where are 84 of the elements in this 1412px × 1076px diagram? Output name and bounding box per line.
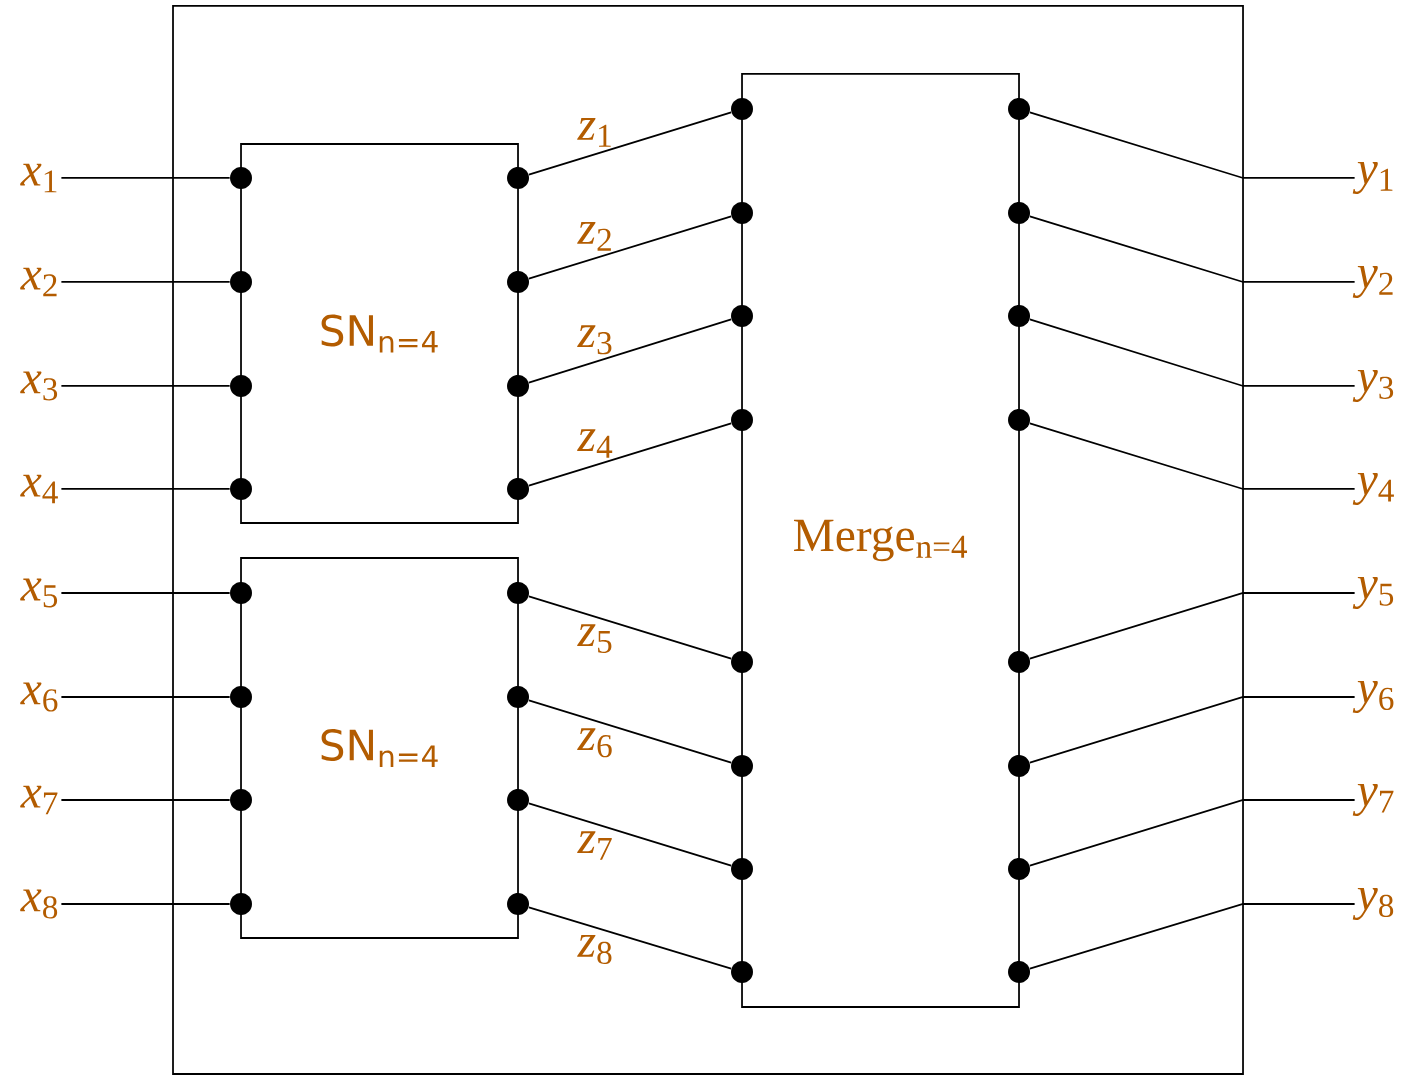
connector-line <box>60 385 231 387</box>
connector-line <box>1028 696 1356 764</box>
signal-label: x$_{5}$ <box>20 578 58 608</box>
block-box: Merge$_{n=4}$ <box>741 73 1020 1008</box>
connector-line <box>60 281 231 283</box>
connector-line <box>60 177 231 179</box>
edge-label: z$_{2}$ <box>577 222 611 251</box>
edge-label: z$_{8}$ <box>577 934 612 965</box>
port-dot <box>507 686 529 708</box>
connector-line <box>60 592 231 594</box>
port-dot <box>731 202 753 224</box>
port-dot <box>507 271 529 293</box>
port-dot <box>507 582 529 604</box>
port-dot <box>731 961 753 983</box>
port-dot <box>731 409 753 431</box>
port-dot <box>731 98 753 120</box>
signal-label: y$_{5}$ <box>1352 577 1394 609</box>
port-dot <box>731 755 753 777</box>
port-dot <box>1008 961 1030 983</box>
port-dot <box>731 858 753 880</box>
connector-line <box>60 696 231 698</box>
port-dot <box>507 478 529 500</box>
block-box: SN$_{n=4}$ <box>240 557 519 939</box>
port-dot <box>731 305 753 327</box>
signal-label: y$_{7}$ <box>1352 784 1394 816</box>
frame-box <box>172 5 1244 1075</box>
port-dot <box>731 651 753 673</box>
port-dot <box>1008 755 1030 777</box>
connector-line <box>528 111 733 176</box>
port-dot <box>1008 305 1030 327</box>
signal-label: x$_{8}$ <box>20 889 58 919</box>
port-dot <box>230 893 252 915</box>
connector-line <box>1028 799 1356 867</box>
port-dot <box>230 686 252 708</box>
port-dot <box>507 893 529 915</box>
signal-label: y$_{3}$ <box>1352 370 1394 402</box>
signal-label: y$_{1}$ <box>1352 162 1393 194</box>
signal-label: x$_{1}$ <box>20 163 57 193</box>
connector-line <box>528 699 733 764</box>
signal-label: y$_{4}$ <box>1352 473 1394 505</box>
signal-label: y$_{6}$ <box>1352 681 1394 713</box>
connector-line <box>60 903 231 905</box>
edge-label: z$_{1}$ <box>577 118 611 147</box>
connector-line <box>60 799 231 801</box>
connector-line <box>528 215 733 280</box>
block-box: SN$_{n=4}$ <box>240 143 519 524</box>
signal-label: y$_{2}$ <box>1352 266 1393 298</box>
connector-line <box>528 595 733 660</box>
signal-label: x$_{3}$ <box>20 371 58 401</box>
port-dot <box>1008 858 1030 880</box>
port-dot <box>230 478 252 500</box>
signal-label: x$_{7}$ <box>20 785 58 815</box>
signal-label: x$_{6}$ <box>20 682 58 712</box>
edge-label: z$_{4}$ <box>577 429 613 458</box>
connector-line <box>527 318 733 384</box>
port-dot <box>1008 409 1030 431</box>
edge-label: z$_{5}$ <box>577 624 612 654</box>
signal-label: y$_{8}$ <box>1352 888 1394 920</box>
edge-label: z$_{3}$ <box>577 325 612 355</box>
port-dot <box>1008 98 1030 120</box>
connector-line <box>1028 422 1356 490</box>
port-dot <box>230 582 252 604</box>
port-dot <box>1008 202 1030 224</box>
port-dot <box>507 167 529 189</box>
connector-line <box>1028 111 1356 179</box>
connector-line <box>1028 215 1356 283</box>
signal-label: x$_{2}$ <box>20 267 57 297</box>
connector-line <box>1029 903 1356 970</box>
signal-label: x$_{4}$ <box>20 474 58 504</box>
connector-line <box>60 488 231 490</box>
port-dot <box>230 375 252 397</box>
connector-line <box>1028 318 1356 387</box>
port-dot <box>507 375 529 397</box>
edge-label: z$_{7}$ <box>577 831 612 860</box>
connector-line <box>528 422 733 487</box>
edge-label: z$_{6}$ <box>577 728 612 758</box>
port-dot <box>230 167 252 189</box>
port-dot <box>230 271 252 293</box>
connector-line <box>528 906 733 970</box>
port-dot <box>507 789 529 811</box>
connector-line <box>1028 592 1356 660</box>
port-dot <box>230 789 252 811</box>
port-dot <box>1008 651 1030 673</box>
connector-line <box>528 802 733 867</box>
